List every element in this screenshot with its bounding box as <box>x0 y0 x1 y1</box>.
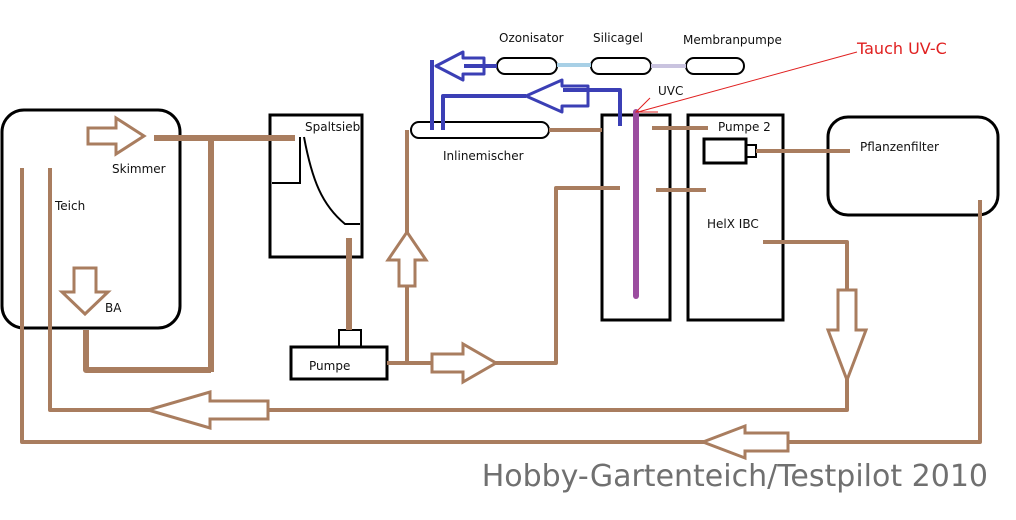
labels: Ozonisator Silicagel Membranpumpe Tauch … <box>54 31 947 373</box>
silicagel-tube <box>590 57 652 75</box>
annotation-pointer-line <box>637 51 858 113</box>
pumpe2-box <box>702 137 748 165</box>
bottom-drain-arrow <box>58 266 112 317</box>
label-ozonisator: Ozonisator <box>499 31 564 45</box>
plantfilter-return-pipe <box>20 168 982 444</box>
watermark: Hobby-Gartenteich/Testpilot 2010 <box>482 459 988 494</box>
ibc-down-arrow <box>825 288 869 385</box>
spaltsieb-screen-curve <box>303 136 360 225</box>
label-pumpe: Pumpe <box>309 359 350 373</box>
annotation-arrowhead <box>634 97 658 113</box>
ozone-arrow-upper <box>434 50 486 82</box>
helx-ibc-box <box>686 113 785 322</box>
pump-right-arrow <box>430 341 500 385</box>
label-silicagel: Silicagel <box>593 31 643 45</box>
label-pflanzenfilter: Pflanzenfilter <box>860 140 939 154</box>
ozone-arrow-lower <box>524 78 590 114</box>
label-helx-ibc: HelX IBC <box>707 217 759 231</box>
riser-up-arrow <box>385 229 429 288</box>
membranpumpe-tube <box>685 57 745 75</box>
bottom-drain-pipe <box>83 330 211 373</box>
ibc-outlet-pipe <box>48 168 849 412</box>
teich-pond <box>0 108 182 330</box>
label-ba: BA <box>105 301 122 315</box>
return-left-arrow-upper <box>142 390 270 430</box>
ozonisator-tube <box>496 57 558 75</box>
spaltsieb-box <box>268 113 364 259</box>
label-uvc: UVC <box>658 84 683 98</box>
label-membranpumpe: Membranpumpe <box>683 33 782 47</box>
water-pipes <box>20 126 982 444</box>
pflanzenfilter-box <box>826 115 1000 217</box>
spaltsieb-insert <box>272 137 301 184</box>
pump-to-uvc-pipe <box>387 186 620 365</box>
tauch-uvc-annotation <box>634 51 858 113</box>
ozone-line-to-mixer <box>563 88 622 126</box>
label-inlinemischer: Inlinemischer <box>443 149 524 163</box>
return-left-arrow-lower <box>698 423 790 461</box>
skimmer-inflow-arrow <box>86 115 147 157</box>
label-pumpe2: Pumpe 2 <box>718 120 771 134</box>
label-tauch-uvc: Tauch UV-C <box>856 39 947 58</box>
pumpe-outlet <box>338 329 362 348</box>
ozone-lines <box>430 50 622 130</box>
label-spaltsieb: Spaltsieb <box>305 120 360 134</box>
label-skimmer: Skimmer <box>112 162 166 176</box>
label-teich: Teich <box>54 199 85 213</box>
ozone-line-mixer-branch <box>441 94 526 130</box>
flow-arrows <box>58 115 869 461</box>
